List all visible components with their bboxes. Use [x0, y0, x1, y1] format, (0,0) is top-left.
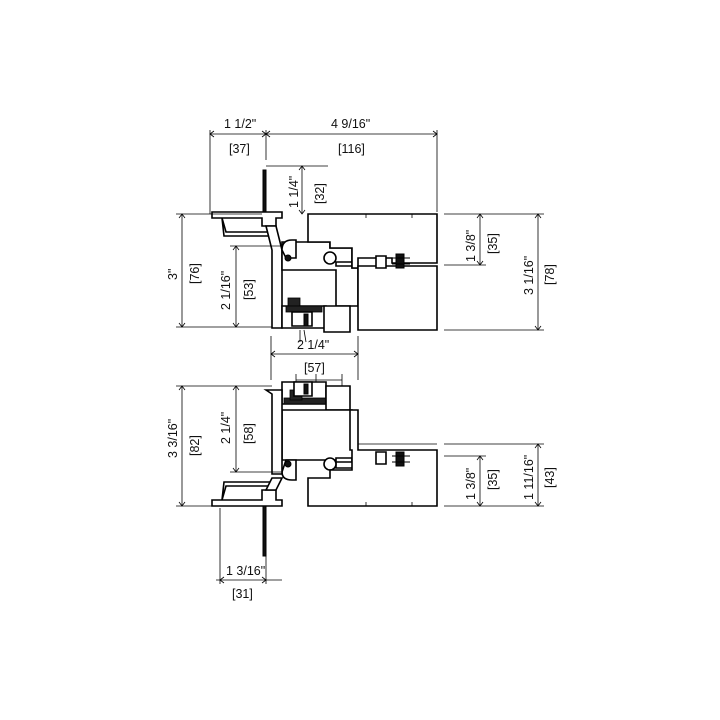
top-width-right-imperial: 4 9/16"	[331, 117, 370, 131]
mid-width-metric: [57]	[304, 361, 325, 375]
top-width-left-imperial: 1 1/2"	[224, 117, 256, 131]
top-width-dimensions: 1 1/2" [37] 4 9/16" [116]	[209, 117, 438, 214]
upper-right-total-metric: [78]	[543, 264, 557, 285]
top-width-right-metric: [116]	[338, 142, 365, 156]
lower-inner-height-metric: [58]	[242, 423, 256, 444]
lower-left-height-metric: [82]	[188, 435, 202, 456]
bottom-width-imperial: 1 3/16"	[226, 564, 265, 578]
upper-right-total-imperial: 3 1/16"	[522, 256, 536, 295]
lower-right-small-metric: [35]	[486, 469, 500, 490]
top-lip-metric: [32]	[313, 183, 327, 204]
mid-width-dimension: 2 1/4" [57]	[270, 336, 359, 410]
top-width-left-metric: [37]	[229, 142, 250, 156]
lower-right-total-metric: [43]	[543, 467, 557, 488]
lower-left-height-imperial: 3 3/16"	[166, 419, 180, 458]
upper-frame-section	[176, 169, 544, 343]
upper-inner-height-metric: [53]	[242, 279, 256, 300]
lower-frame-section	[176, 381, 544, 584]
top-lip-dimension: 1 1/4" [32]	[266, 165, 328, 215]
upper-left-height-metric: [76]	[188, 263, 202, 284]
upper-right-small-imperial: 1 3/8"	[464, 230, 478, 262]
mid-width-imperial: 2 1/4"	[297, 338, 329, 352]
upper-inner-height-imperial: 2 1/16"	[219, 271, 233, 310]
top-lip-imperial: 1 1/4"	[287, 176, 301, 208]
bottom-width-metric: [31]	[232, 587, 253, 601]
lower-inner-height-imperial: 2 1/4"	[219, 412, 233, 444]
upper-right-small-metric: [35]	[486, 233, 500, 254]
lower-right-small-imperial: 1 3/8"	[464, 468, 478, 500]
lower-right-total-imperial: 1 11/16"	[522, 455, 536, 500]
upper-left-height-imperial: 3"	[166, 269, 180, 280]
